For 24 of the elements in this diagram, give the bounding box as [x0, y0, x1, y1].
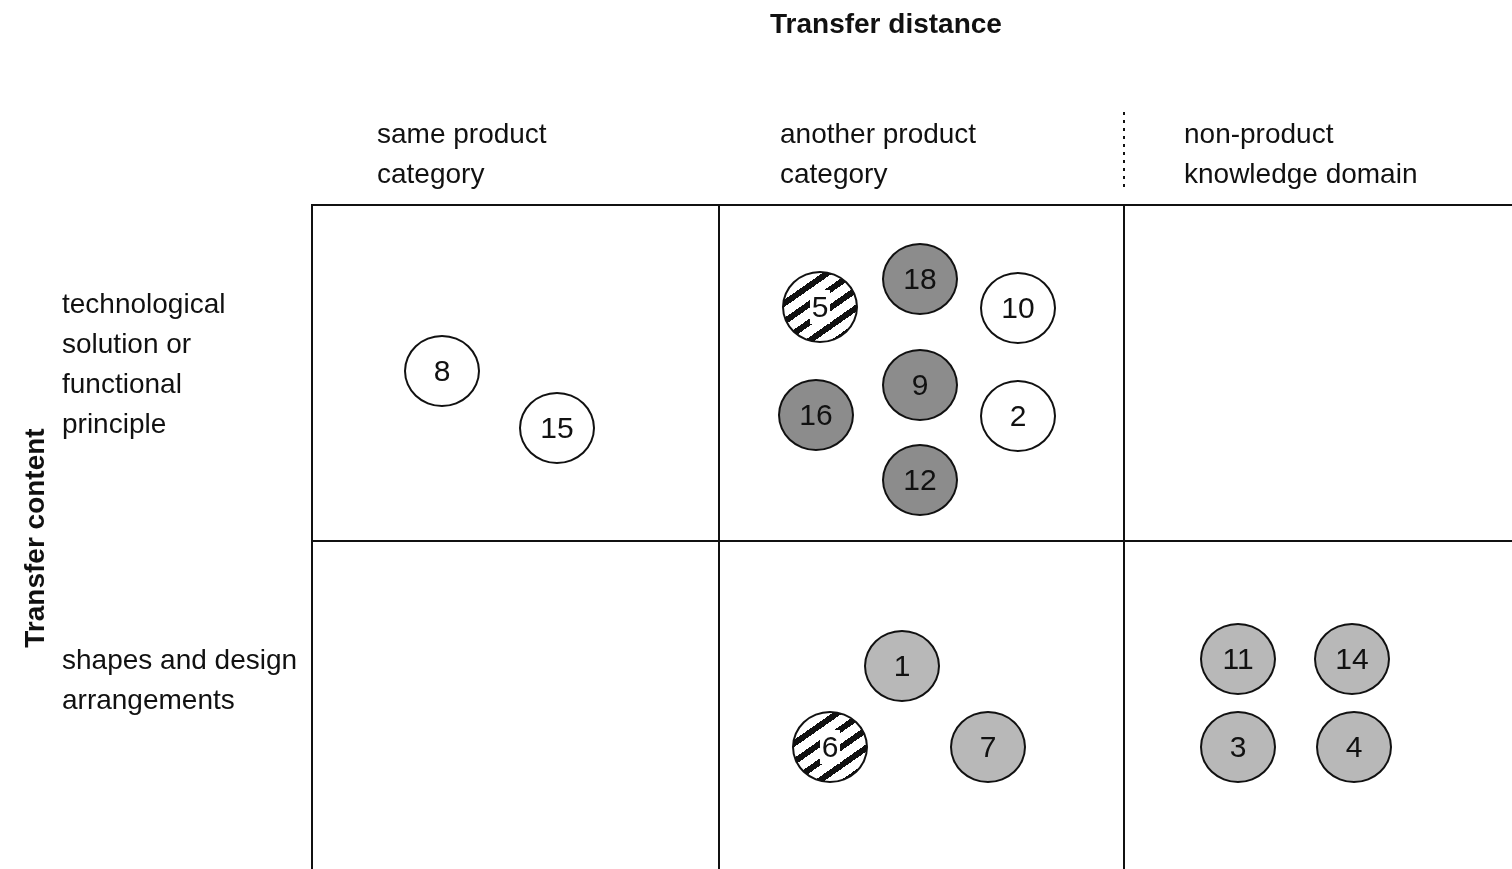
numbered-circle: 9: [882, 349, 958, 421]
matrix-cell: [311, 204, 720, 542]
column-header: non-product knowledge domain: [1184, 117, 1419, 191]
numbered-circle: 18: [882, 243, 958, 315]
numbered-circle: 16: [778, 379, 854, 451]
numbered-circle: 8: [404, 335, 480, 407]
axis-title: Transfer distance: [770, 7, 1003, 41]
numbered-circle: 2: [980, 380, 1056, 452]
row-header: technological solution or functional principle: [62, 287, 227, 441]
axis-title: Transfer content: [18, 427, 51, 650]
numbered-circle: 1: [864, 630, 940, 702]
numbered-circle: 10: [980, 272, 1056, 344]
numbered-circle: 5: [782, 271, 858, 343]
column-header: same product category: [377, 117, 548, 191]
numbered-circle: 7: [950, 711, 1026, 783]
numbered-circle: 15: [519, 392, 595, 464]
numbered-circle: 6: [792, 711, 868, 783]
row-header: shapes and design arrangements: [62, 643, 299, 717]
column-header: another product category: [780, 117, 978, 191]
numbered-circle: 14: [1314, 623, 1390, 695]
numbered-circle: 3: [1200, 711, 1276, 783]
numbered-circle: 4: [1316, 711, 1392, 783]
numbered-circle: 12: [882, 444, 958, 516]
numbered-circle: 11: [1200, 623, 1276, 695]
